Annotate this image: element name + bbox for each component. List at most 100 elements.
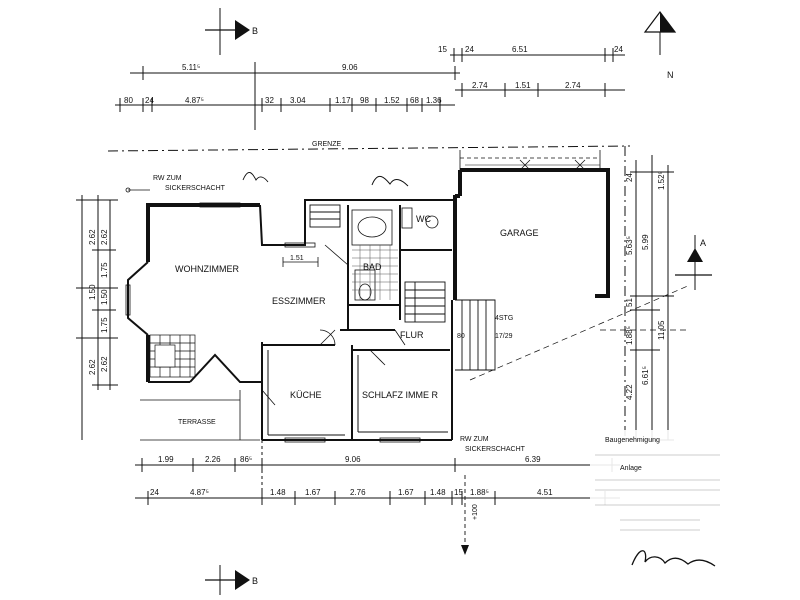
dim-label: 1.88⁵: [625, 326, 634, 345]
stair-label: 4STG: [495, 315, 513, 322]
bottom-dimension-chains: [135, 440, 620, 505]
signature-mark-rw: [242, 172, 269, 183]
dim-label: 80: [124, 96, 133, 105]
entry-steps: [455, 299, 496, 371]
dim-label: 86⁵: [240, 455, 252, 464]
room-label-wohnzimmer: WOHNZIMMER: [175, 264, 239, 274]
section-marker-right: A: [675, 235, 712, 290]
dim-label: 2.74: [565, 81, 581, 90]
bathroom-tile-grid: [352, 245, 398, 300]
dim-label: 2.62: [88, 359, 97, 375]
dim-label: 6.51: [512, 45, 528, 54]
dim-label: 9.06: [342, 63, 358, 72]
rw-note-top: SICKERSCHACHT: [165, 185, 226, 192]
dim-label: 1.67: [305, 488, 321, 497]
property-boundary: GRENZE: [107, 141, 631, 440]
room-label-flur: FLUR: [400, 330, 424, 340]
dim-label: 5.11⁵: [182, 63, 200, 72]
dim-label: 1.75: [100, 262, 109, 278]
dim-label: 2.62: [88, 229, 97, 245]
level-mark: +100: [461, 475, 479, 555]
dim-label: 1.36: [426, 96, 442, 105]
rw-note-bottom: RW ZUM: [460, 436, 489, 443]
garage-cross-marks: [519, 159, 586, 171]
dim-label: 24: [614, 45, 623, 54]
north-arrow-icon: N: [643, 11, 677, 80]
bottom-dimension-labels: 1.99 2.26 86⁵ 9.06 6.39 24 4.87⁵ 1.48 1.…: [150, 455, 553, 497]
garage-walls: [455, 150, 610, 298]
dim-label: 24: [145, 96, 154, 105]
dim-label: 1.99: [158, 455, 174, 464]
dim-label: 6.39: [525, 455, 541, 464]
dim-label: 2.26: [205, 455, 221, 464]
top-dimension-labels: 5.11⁵ 9.06 15 24 6.51 24 80 24 4.87⁵ 32 …: [124, 45, 623, 105]
level-label: +100: [472, 504, 479, 520]
terrace-outline: [140, 390, 260, 441]
dim-label: 2.62: [100, 356, 109, 372]
section-marker-bottom: B: [205, 565, 258, 595]
rainwater-notes: RW ZUM SICKERSCHACHT RW ZUM SICKERSCHACH…: [125, 175, 526, 453]
dim-label: 4.87⁵: [185, 96, 204, 105]
dim-label: 24: [465, 45, 474, 54]
room-label-bad: BAD: [363, 262, 382, 272]
dim-label: 1.48: [270, 488, 286, 497]
rw-note-top: RW ZUM: [153, 175, 182, 182]
right-dimension-chains: [630, 155, 674, 441]
dim-label: 4.51: [537, 488, 553, 497]
section-marker-top: B: [205, 8, 258, 55]
exterior-walls: [127, 195, 457, 441]
dim-label: 2.76: [350, 488, 366, 497]
dim-label: 98: [360, 96, 369, 105]
dim-label: 9.06: [345, 455, 361, 464]
stamp-heading: Baugenehmigung: [605, 437, 660, 444]
dim-label: 68: [410, 96, 419, 105]
section-a-label: A: [700, 238, 706, 248]
dim-label: 15: [454, 488, 463, 497]
dim-label: 1.48: [430, 488, 446, 497]
dim-label: 11.05: [657, 320, 666, 340]
dim-label: 1.51: [515, 81, 531, 90]
rw-note-bottom: SICKERSCHACHT: [465, 446, 526, 453]
inner-dimension: [282, 257, 319, 267]
room-label-terrasse: TERRASSE: [178, 419, 216, 426]
dim-label: 1.17: [335, 96, 351, 105]
dim-label: 24: [625, 173, 634, 182]
dim-label: 15: [438, 45, 447, 54]
dim-label: 2.62: [100, 229, 109, 245]
dim-label: 5.63⁵: [625, 236, 634, 255]
staircase: [309, 204, 446, 323]
window-marks: [125, 202, 421, 443]
interior-walls: [261, 205, 452, 440]
room-label-schlafzimmer: SCHLAFZ IMME R: [362, 390, 439, 400]
dim-label: 51: [625, 298, 634, 307]
signature-mark-top: [371, 176, 409, 187]
bathroom-fixtures: [351, 207, 439, 301]
dim-label: 32: [265, 96, 274, 105]
north-label: N: [667, 70, 674, 80]
dim-label: 1.75: [100, 317, 109, 333]
dim-label: 1.50: [100, 289, 109, 305]
dim-label: 1.88⁵: [470, 488, 489, 497]
top-dimension-chains: [115, 48, 625, 130]
dim-label: 24: [150, 488, 159, 497]
fireplace-hatch: [149, 334, 196, 378]
dim-label: 4.22: [625, 384, 634, 400]
left-dimension-labels: 2.62 1.50 2.62 2.62 1.75 1.50 1.75 2.62: [88, 229, 109, 375]
inner-dim-label: 1.51: [290, 255, 304, 262]
dim-label: 1.52: [384, 96, 400, 105]
door-swings: [261, 244, 406, 406]
dim-label: 1.52⁵: [657, 171, 666, 190]
signature-mark: [631, 550, 716, 567]
stair-label: 17/29: [495, 333, 513, 340]
room-labels: WOHNZIMMER ESSZIMMER KÜCHE SCHLAFZ IMME …: [175, 214, 539, 426]
section-b-label-bottom: B: [252, 576, 258, 586]
dim-label: 1.67: [398, 488, 414, 497]
inner-dim-label: 80: [457, 333, 465, 340]
room-label-kueche: KÜCHE: [290, 390, 322, 400]
boundary-label: GRENZE: [312, 141, 342, 148]
stamp-line: Anlage: [620, 465, 642, 472]
approval-stamp: Baugenehmigung Anlage: [590, 430, 730, 565]
dim-label: 2.74: [472, 81, 488, 90]
dim-label: 3.04: [290, 96, 306, 105]
